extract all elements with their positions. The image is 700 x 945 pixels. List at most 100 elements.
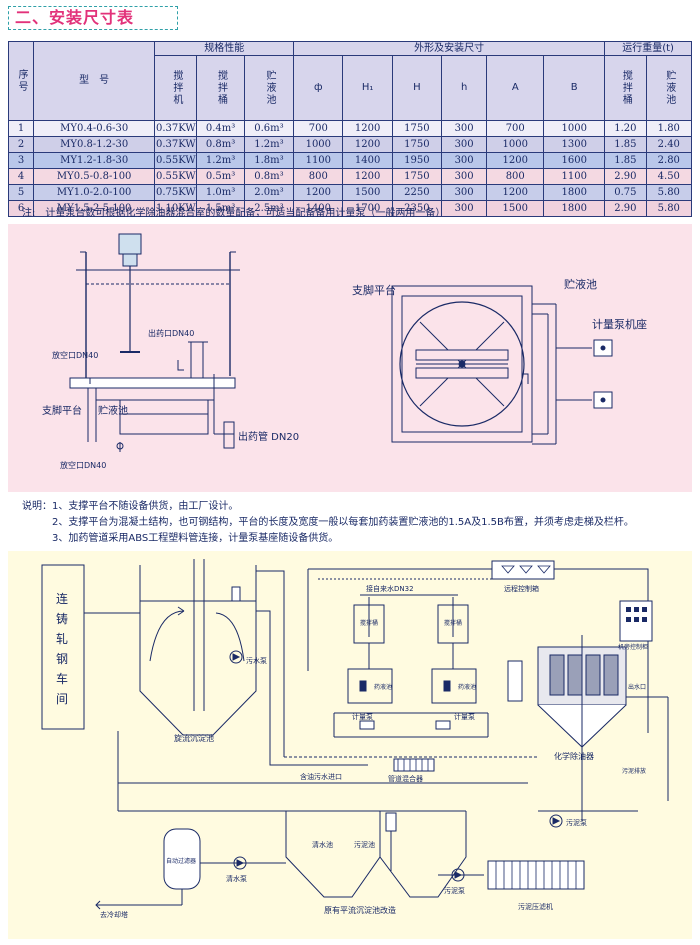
table-cell: MY0.4-0.6-30	[32, 120, 156, 137]
table-note: 注: 计量泵台数可根据化学除油器混合室的数量配备，可适当配备备用计量泵（一般两用…	[22, 208, 446, 219]
sub-header: 搅拌桶	[196, 55, 245, 121]
table-cell: 1950	[391, 152, 443, 169]
metering-pump-b-label: 计量泵	[454, 712, 475, 721]
table-cell: 300	[441, 200, 488, 217]
workshop-char: 钢	[56, 652, 68, 666]
notes: 说明：1、支撑平台不随设备供货，由工厂设计。 2、支撑平台为混凝土结构，也可钢结…	[22, 499, 634, 547]
table-cell: 1750	[391, 136, 443, 153]
install-dimension-table: 序号 型 号 规格性能 外形及安装尺寸 运行重量(t) 搅拌机 搅拌桶 贮液池 …	[8, 41, 693, 217]
table-cell: 1600	[543, 152, 606, 169]
col-seq-header: 序号	[8, 41, 34, 121]
table-cell: 1100	[293, 152, 344, 169]
table-cell: MY1.5-2.5-100	[32, 200, 156, 217]
clear-pool-label: 清水池	[312, 840, 333, 849]
sludge-discharge-label: 污泥排放	[622, 767, 646, 775]
pool-b-label: 药液池	[458, 683, 476, 691]
table-cell: 3	[8, 152, 34, 169]
sludge-pump-1-icon	[549, 814, 563, 828]
table-cell: 2	[8, 136, 34, 153]
table-cell: MY0.5-0.8-100	[32, 168, 156, 185]
metering-pump-a-icon	[359, 720, 375, 730]
table-cell: 1.85	[604, 152, 647, 169]
table-cell: 1200	[293, 184, 344, 201]
to-cooling-label: 去冷却塔	[100, 910, 128, 919]
sludge-pump-2-icon	[451, 868, 465, 882]
table-cell: 5.80	[645, 184, 693, 201]
table-cell: 300	[441, 152, 488, 169]
remote-control-label: 远程控制箱	[504, 584, 539, 593]
sub-header: H	[391, 55, 443, 121]
table-cell: 2.5m³	[243, 200, 295, 217]
table-cell: 0.6m³	[243, 120, 295, 137]
table-cell: 300	[441, 184, 488, 201]
storage-tank-label: 贮液池	[98, 404, 128, 417]
table-cell: 300	[441, 120, 488, 137]
vent-dn40-label: 放空口DN40	[52, 350, 98, 360]
storage-tank-label-2: 贮液池	[564, 277, 597, 291]
clean-pump-label: 清水泵	[226, 874, 247, 883]
workshop-char: 铸	[56, 611, 68, 626]
table-cell: 5.80	[645, 200, 693, 217]
table-cell: 0.5m³	[196, 168, 245, 185]
table-cell: 0.55KW	[154, 152, 198, 169]
sub-header: A	[486, 55, 545, 121]
table-cell: 1200	[342, 168, 393, 185]
table-cell: 5	[8, 184, 34, 201]
sub-header: B	[543, 55, 606, 121]
platform-label: 支脚平台	[42, 404, 82, 417]
table-cell: 1200	[342, 136, 393, 153]
workshop-char: 连	[56, 591, 68, 606]
pump-base-label: 计量泵机座	[592, 317, 647, 331]
clean-pump-icon	[233, 856, 247, 870]
table-cell: 0.8m³	[196, 136, 245, 153]
table-cell: 2350	[391, 200, 443, 217]
table-cell: 0.37KW	[154, 120, 198, 137]
table-cell: 700	[293, 120, 344, 137]
col-model-header: 型 号	[32, 41, 156, 121]
sludge-pump-1-label: 污泥泵	[566, 819, 587, 827]
chemical-pool-a	[347, 668, 393, 704]
outlet-label: 出水口	[628, 683, 646, 691]
table-cell: 800	[486, 168, 545, 185]
table-cell: 2.90	[604, 168, 647, 185]
mixing-tank-a-label: 搅拌桶	[360, 619, 378, 627]
table-cell: 1.85	[604, 136, 647, 153]
group-dims-header: 外形及安装尺寸	[293, 41, 606, 56]
oily-inlet-label: 含油污水进口	[300, 772, 342, 781]
cyclone-tank-label: 旋流沉淀池	[174, 733, 214, 743]
table-cell: 1500	[342, 184, 393, 201]
table-cell: 2.80	[645, 152, 693, 169]
sub-header: 贮液池	[243, 55, 295, 121]
sewage-pump-label: 污水泵	[246, 656, 267, 665]
table-cell: 1.0m³	[196, 184, 245, 201]
group-weight-header: 运行重量(t)	[604, 41, 692, 56]
note-line: 2、支撑平台为混凝土结构，也可钢结构，平台的长度及宽度一般以每套加药装置贮液池的…	[22, 517, 634, 528]
table-cell: MY0.8-1.2-30	[32, 136, 156, 153]
note-line: 3、加药管道采用ABS工程塑料管连接，计量泵基座随设备供货。	[22, 533, 339, 544]
table-cell: 800	[293, 168, 344, 185]
sludge-pool-label: 污泥池	[354, 840, 375, 849]
table-cell: 0.55KW	[154, 168, 198, 185]
process-flow-panel: 连 铸 轧 钢 车 间 污水泵 旋流沉淀池	[8, 551, 692, 939]
plan-view: 支脚平台 贮液池 计量泵机座	[352, 277, 647, 445]
table-cell: 1200	[486, 152, 545, 169]
auto-filter-label: 自动过滤器	[166, 857, 196, 865]
workshop-char: 间	[56, 692, 68, 706]
table-cell: MY1.0-2.0-100	[32, 184, 156, 201]
table-cell: 1000	[486, 136, 545, 153]
mixing-tank-b-label: 搅拌桶	[444, 619, 462, 627]
table-cell: 0.8m³	[243, 168, 295, 185]
table-cell: 1200	[486, 184, 545, 201]
chemical-deoiler: 化学除油器	[537, 635, 627, 761]
pump-icon	[229, 650, 243, 664]
table-cell: 1000	[543, 120, 606, 137]
control-cabinet-label: 机旁控制柜	[618, 643, 648, 651]
table-cell: 0.37KW	[154, 136, 198, 153]
table-cell: 300	[441, 168, 488, 185]
table-cell: 1.80	[645, 120, 693, 137]
